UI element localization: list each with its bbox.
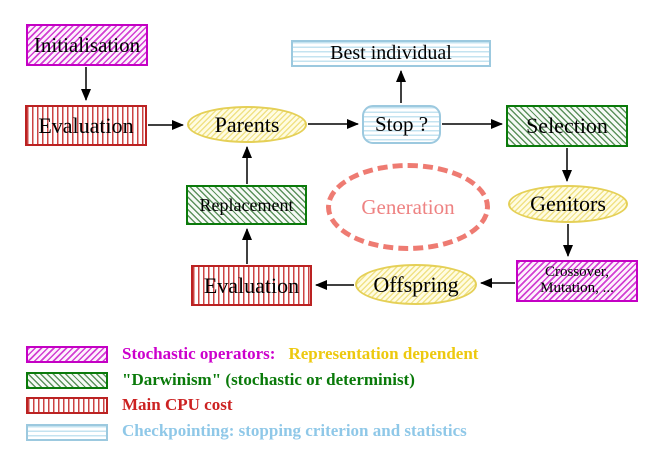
node-replacement: Replacement: [186, 185, 307, 225]
node-parents: Parents: [187, 106, 307, 143]
legend-row-stochastic: Stochastic operators: Representation depe…: [122, 344, 478, 364]
node-offspring: Offspring: [355, 264, 477, 305]
node-crossover-mutation: Crossover, Mutation, ...: [516, 260, 638, 302]
node-best-individual: Best individual: [291, 40, 491, 67]
legend-swatch-green-hatch: [26, 372, 108, 389]
node-stop-decision: Stop ?: [362, 105, 441, 144]
legend-swatch-magenta-hatch: [26, 346, 108, 363]
node-selection: Selection: [506, 105, 628, 147]
legend-row-checkpointing: Checkpointing: stopping criterion and st…: [122, 421, 467, 440]
node-evaluation-top: Evaluation: [25, 105, 147, 146]
legend-swatch-cyan-stripes: [26, 424, 108, 441]
crossover-line2: Mutation, ...: [540, 280, 614, 296]
node-evaluation-bottom: Evaluation: [191, 265, 312, 306]
legend-label-representation-dependent: Representation dependent: [288, 344, 479, 363]
crossover-line1: Crossover,: [545, 264, 609, 281]
generation-loop-ellipse: Generation: [326, 163, 490, 251]
legend-row-main-cpu-cost: Main CPU cost: [122, 395, 233, 414]
legend-swatch-red-stripes: [26, 397, 108, 414]
node-genitors: Genitors: [508, 185, 628, 223]
legend-label-stochastic-operators: Stochastic operators:: [122, 344, 276, 363]
legend-row-darwinism: "Darwinism" (stochastic or determinist): [122, 370, 415, 389]
node-initialisation: Initialisation: [26, 24, 148, 66]
